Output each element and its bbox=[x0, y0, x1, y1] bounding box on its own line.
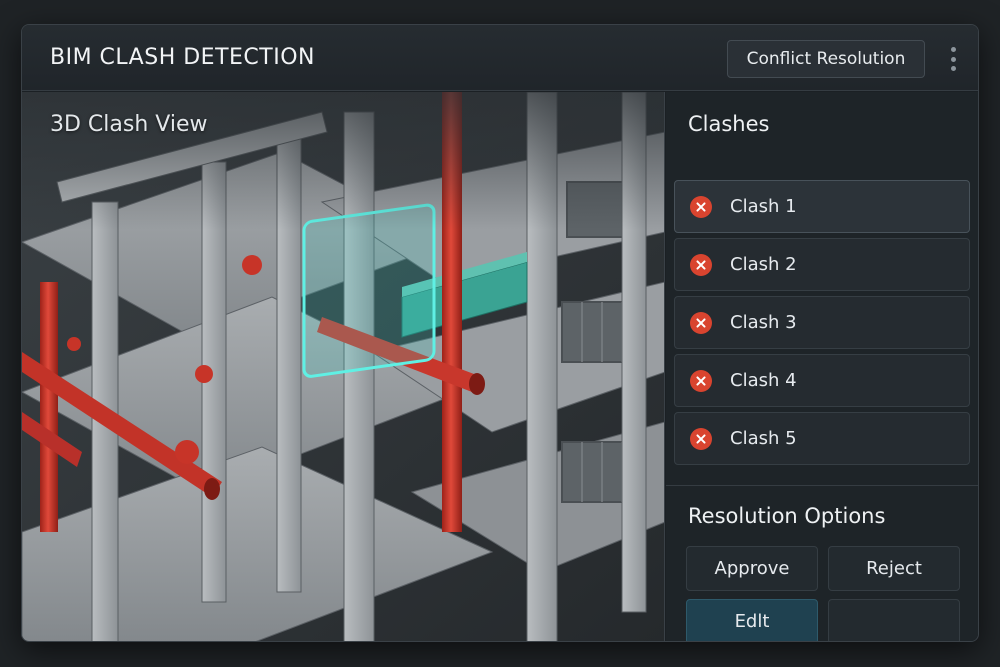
x-circle-icon bbox=[690, 369, 712, 392]
clash-list-item[interactable]: Clash 3 bbox=[674, 296, 970, 349]
clash-label: Clash 1 bbox=[730, 196, 797, 217]
clash-list-item[interactable]: Clash 4 bbox=[674, 354, 970, 407]
x-circle-icon bbox=[690, 311, 712, 334]
3d-clash-viewport[interactable]: 3D Clash View bbox=[22, 92, 665, 641]
title-bar: BIM CLASH DETECTION Conflict Resolution bbox=[22, 25, 978, 91]
approve-button[interactable]: Approve bbox=[686, 546, 818, 591]
clash-list: Clash 1 Clash 2 Clash 3 Clash 4 Clash 5 bbox=[674, 180, 970, 470]
viewport-label: 3D Clash View bbox=[50, 112, 208, 137]
app-window: BIM CLASH DETECTION Conflict Resolution bbox=[21, 24, 979, 642]
section-divider bbox=[666, 485, 978, 486]
clashes-title: Clashes bbox=[688, 112, 770, 136]
building-model-render bbox=[22, 92, 664, 641]
empty-option-button[interactable] bbox=[828, 599, 960, 641]
clash-label: Clash 4 bbox=[730, 370, 797, 391]
app-title: BIM CLASH DETECTION bbox=[50, 45, 315, 70]
clash-list-item[interactable]: Clash 2 bbox=[674, 238, 970, 291]
clash-list-item[interactable]: Clash 1 bbox=[674, 180, 970, 233]
edit-button[interactable]: Edlt bbox=[686, 599, 818, 641]
x-circle-icon bbox=[690, 427, 712, 450]
clash-label: Clash 3 bbox=[730, 312, 797, 333]
kebab-menu-icon[interactable] bbox=[944, 45, 962, 73]
side-panel: Clashes Clash 1 Clash 2 Clash 3 Clash 4 … bbox=[666, 92, 978, 641]
clash-list-item[interactable]: Clash 5 bbox=[674, 412, 970, 465]
clash-label: Clash 5 bbox=[730, 428, 797, 449]
reject-button[interactable]: Reject bbox=[828, 546, 960, 591]
clash-label: Clash 2 bbox=[730, 254, 797, 275]
conflict-resolution-button[interactable]: Conflict Resolution bbox=[727, 40, 925, 78]
x-circle-icon bbox=[690, 195, 712, 218]
resolution-options-title: Resolution Options bbox=[688, 504, 886, 528]
x-circle-icon bbox=[690, 253, 712, 276]
